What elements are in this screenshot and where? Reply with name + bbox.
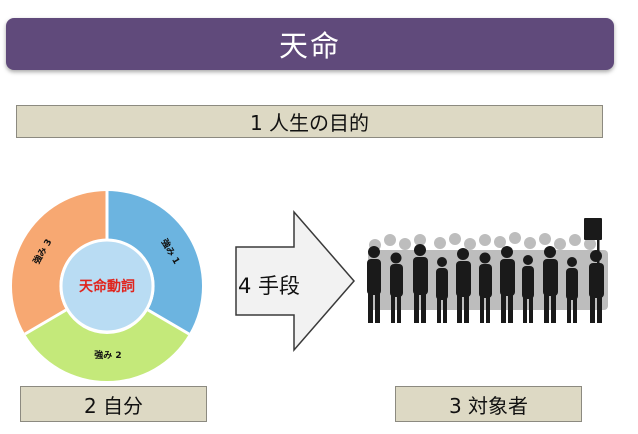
self-box: 2 自分 — [20, 386, 207, 422]
strength-3-segment — [11, 190, 107, 334]
strength-2-label: 強み 2 — [94, 349, 121, 361]
life-purpose-box: 1 人生の目的 — [16, 105, 603, 138]
title-banner: 天命 — [6, 18, 614, 70]
life-purpose-label: 1 人生の目的 — [249, 111, 370, 135]
page-title: 天命 — [278, 29, 341, 63]
self-label: 2 自分 — [83, 393, 144, 418]
target-audience-box: 3 対象者 — [395, 386, 582, 422]
strength-1-segment — [107, 191, 203, 334]
strength-2-segment — [25, 310, 189, 382]
donut-center — [59, 238, 155, 334]
donut-center-label: 天命動詞 — [79, 278, 135, 295]
means-arrow — [235, 209, 355, 353]
means-label: 4 手段 — [238, 274, 301, 298]
crowd-silhouette-image — [367, 218, 608, 323]
target-audience-label: 3 対象者 — [448, 393, 529, 418]
strengths-donut: 天命動詞 強み 1 強み 2 強み 3 — [11, 190, 203, 382]
